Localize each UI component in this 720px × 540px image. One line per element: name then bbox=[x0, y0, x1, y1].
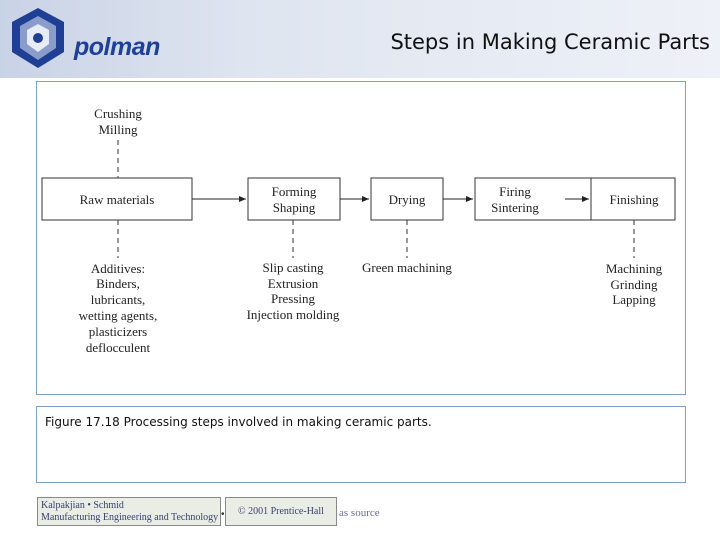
copyright-text: © 2001 Prentice-Hall bbox=[238, 506, 324, 517]
slide-header: polman Steps in Making Ceramic Parts bbox=[0, 0, 720, 78]
label-injection-molding: Injection molding bbox=[247, 307, 340, 322]
label-firing: Firing bbox=[499, 184, 531, 199]
box-finishing bbox=[590, 177, 676, 221]
label-finishing: Finishing bbox=[609, 192, 659, 207]
label-milling: Milling bbox=[98, 122, 138, 137]
label-forming: Forming bbox=[272, 184, 317, 199]
label-plasticizers: plasticizers bbox=[89, 324, 147, 339]
book-badge: Kalpakjian • Schmid Manufacturing Engine… bbox=[37, 497, 221, 526]
polman-logo-icon bbox=[12, 8, 64, 68]
logo-text: polman bbox=[74, 33, 160, 61]
label-pressing: Pressing bbox=[271, 291, 316, 306]
source-text: as source bbox=[339, 507, 380, 519]
label-wetting-agents: wetting agents, bbox=[79, 308, 158, 323]
label-green-machining: Green machining bbox=[362, 260, 452, 275]
figure-caption: Figure 17.18 Processing steps involved i… bbox=[45, 415, 432, 429]
label-crushing: Crushing bbox=[94, 106, 142, 121]
label-deflocculent: deflocculent bbox=[86, 340, 151, 355]
process-flow-diagram: Raw materials Forming Shaping Drying Fir… bbox=[41, 106, 676, 355]
label-sintering: Sintering bbox=[491, 200, 539, 215]
label-shaping: Shaping bbox=[273, 200, 316, 215]
box-forming bbox=[247, 177, 341, 221]
label-grinding: Grinding bbox=[611, 277, 658, 292]
label-lapping: Lapping bbox=[612, 292, 656, 307]
label-machining: Machining bbox=[606, 261, 663, 276]
box-drying bbox=[370, 177, 444, 221]
page-title: Steps in Making Ceramic Parts bbox=[390, 30, 710, 54]
label-additives: Additives: bbox=[91, 261, 145, 276]
diagram-panel: Raw materials Forming Shaping Drying Fir… bbox=[36, 81, 686, 395]
label-slip-casting: Slip casting bbox=[262, 260, 324, 275]
book-title: Manufacturing Engineering and Technology bbox=[41, 512, 219, 523]
box-raw-materials bbox=[41, 177, 193, 221]
copyright-badge: © 2001 Prentice-Hall bbox=[225, 497, 337, 526]
label-raw-materials: Raw materials bbox=[80, 192, 155, 207]
caption-panel: Figure 17.18 Processing steps involved i… bbox=[36, 406, 686, 483]
book-authors: Kalpakjian • Schmid bbox=[41, 500, 124, 511]
footer-separator: • bbox=[221, 509, 225, 520]
label-binders: Binders, bbox=[96, 276, 140, 291]
label-extrusion: Extrusion bbox=[268, 276, 319, 291]
label-lubricants: lubricants, bbox=[91, 292, 146, 307]
label-drying: Drying bbox=[389, 192, 426, 207]
